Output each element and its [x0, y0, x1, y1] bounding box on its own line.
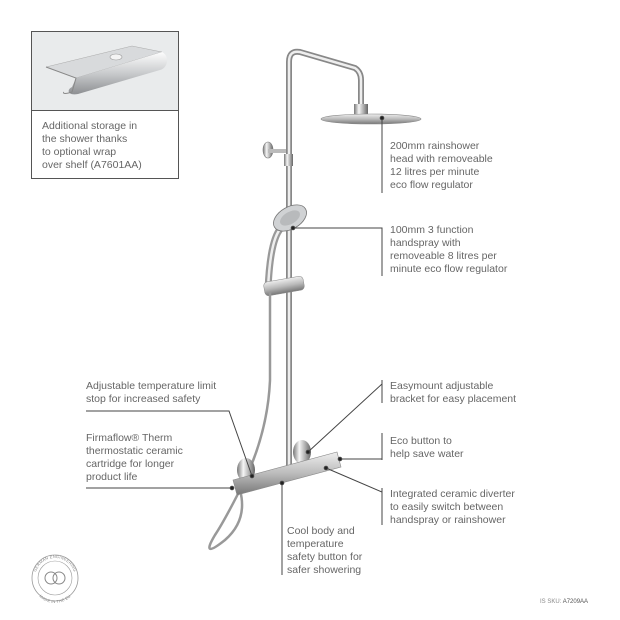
badge-top-text: GERMAN ENGINEERING — [32, 554, 78, 572]
riser-rail — [286, 48, 364, 480]
callout-temp-limit: Adjustable temperature limit stop for in… — [86, 380, 217, 405]
rainshower-head — [320, 104, 422, 125]
callout-cartridge: Firmaflow® Therm thermostatic ceramic ca… — [86, 432, 183, 483]
sku-prefix: IS SKU: — [540, 599, 562, 605]
leader-lines — [86, 115, 385, 575]
callout-bracket: Easymount adjustable bracket for easy pl… — [390, 380, 517, 405]
handspray — [263, 204, 307, 296]
sku-value: A7209AA — [562, 599, 589, 605]
hose — [208, 292, 272, 550]
sku-label: IS SKU: A7209AA — [540, 599, 588, 605]
callout-diverter: Integrated ceramic diverter to easily sw… — [390, 488, 515, 526]
wall-bracket — [262, 141, 293, 166]
shelf-illustration — [45, 45, 168, 95]
shelf-caption: Additional storage in the shower thanks … — [42, 120, 142, 171]
callout-eco-button: Eco button to help save water — [390, 435, 464, 460]
callout-handspray: 100mm 3 function handspray with removeab… — [390, 224, 508, 275]
callout-rainshower: 200mm rainshower head with removeable 12… — [390, 140, 493, 191]
shelf-inset-box: Additional storage in the shower thanks … — [31, 31, 179, 179]
shelf-image — [32, 32, 178, 111]
callout-cool-body: Cool body and temperature safety button … — [287, 525, 363, 576]
german-engineering-badge: GERMAN ENGINEERING MADE IN THE EU — [31, 554, 79, 604]
